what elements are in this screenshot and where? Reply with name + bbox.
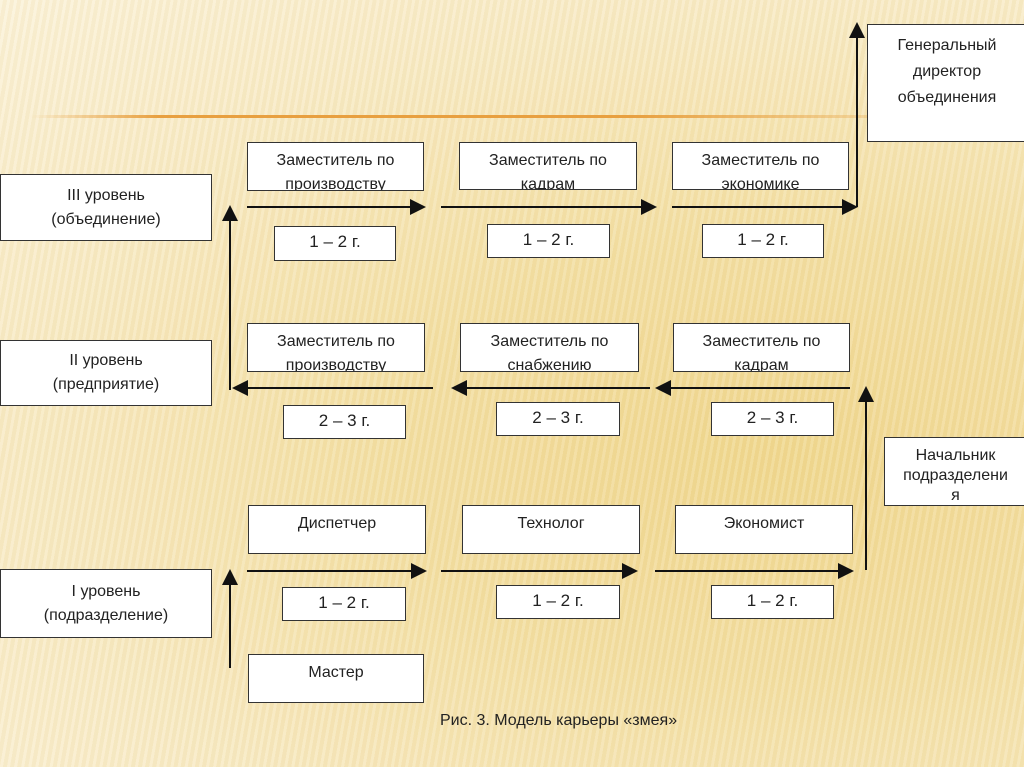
duration-box: 1 – 2 г.	[487, 224, 610, 258]
text-line: Заместитель по	[701, 152, 820, 169]
position-box: Заместитель по кадрам	[673, 323, 850, 372]
decorative-line	[30, 115, 890, 118]
duration-box: 1 – 2 г.	[282, 587, 406, 621]
position-box: Заместитель по снабжению	[460, 323, 639, 372]
position-box: Заместитель по производству	[247, 323, 425, 372]
duration-box: 1 – 2 г.	[274, 226, 396, 261]
level-sublabel: (подразделение)	[43, 606, 169, 624]
level-sublabel: (предприятие)	[52, 376, 160, 393]
text-line: экономике	[721, 176, 800, 190]
level-label: I уровень	[71, 582, 141, 600]
duration-box: 1 – 2 г.	[702, 224, 824, 258]
position-box: Заместитель по производству	[247, 142, 424, 191]
text-line: снабжению	[507, 357, 592, 372]
duration-box: 2 – 3 г.	[496, 402, 620, 436]
text-line: Заместитель по	[702, 333, 821, 350]
text-line: Заместитель по	[277, 333, 395, 350]
text-line: Заместитель по	[489, 152, 607, 169]
position-box: Экономист	[675, 505, 853, 554]
text-line: объединения	[897, 89, 997, 106]
text-line: Заместитель по	[276, 152, 395, 169]
level-label: II уровень	[69, 352, 143, 369]
position-box: Диспетчер	[248, 505, 426, 554]
text-line: я	[951, 487, 960, 504]
level-sublabel: (объединение)	[51, 210, 161, 228]
text-line: кадрам	[520, 176, 576, 190]
position-box: Заместитель по кадрам	[459, 142, 637, 190]
text-line: производству	[285, 357, 387, 372]
duration-box: 1 – 2 г.	[711, 585, 834, 619]
head-of-department-box: Начальник подразделени я	[884, 437, 1024, 506]
text-line: кадрам	[734, 357, 789, 372]
text-line: производству	[285, 176, 386, 191]
text-line: Начальник	[915, 447, 996, 464]
position-box: Технолог	[462, 505, 640, 554]
text-line: директор	[912, 63, 982, 80]
duration-box: 2 – 3 г.	[283, 405, 406, 439]
level-iii-box: III уровень (объединение)	[0, 174, 212, 241]
level-ii-box: II уровень (предприятие)	[0, 340, 212, 406]
text-line: Генеральный	[897, 37, 997, 54]
duration-box: 1 – 2 г.	[496, 585, 620, 619]
figure-caption: Рис. 3. Модель карьеры «змея»	[440, 712, 678, 729]
text-line: Заместитель по	[490, 333, 609, 350]
general-director-box: Генеральный директор объединения	[867, 24, 1024, 142]
master-box: Мастер	[248, 654, 424, 703]
level-label: III уровень	[67, 186, 145, 204]
level-i-box: I уровень (подразделение)	[0, 569, 212, 638]
duration-box: 2 – 3 г.	[711, 402, 834, 436]
position-box: Заместитель по экономике	[672, 142, 849, 190]
text-line: подразделени	[903, 467, 1008, 484]
